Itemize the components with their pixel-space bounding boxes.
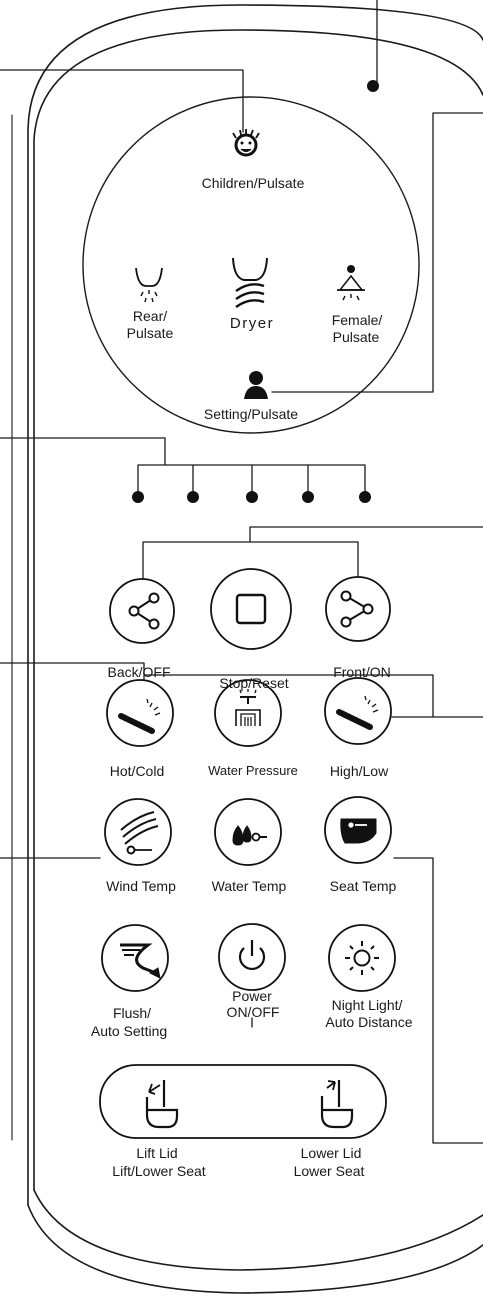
- power-button: [218, 923, 286, 991]
- label-dryer: Dryer: [229, 315, 275, 332]
- indicator-led-2: [187, 491, 199, 503]
- label-high-low: High/Low: [329, 763, 389, 779]
- indicator-led-5: [359, 491, 371, 503]
- wand-spray-icon: [118, 698, 161, 734]
- label-water-pressure: Water Pressure: [208, 763, 298, 778]
- lift-lid-icon: [145, 1080, 179, 1129]
- remote-outer-outline-bottom: [27, 1204, 483, 1294]
- label-lower-lid-line2: Lower Seat: [293, 1163, 365, 1179]
- user-setting-icon: [244, 371, 268, 399]
- remote-outer-outline: [27, 4, 483, 1206]
- wind-temperature-icon: [120, 811, 159, 855]
- label-hot-cold: Hot/Cold: [109, 763, 165, 779]
- front-on-button: [325, 576, 391, 642]
- power-icon: [238, 940, 266, 970]
- hot-cold-button: [106, 679, 174, 747]
- back-arrow-icon: [128, 592, 160, 630]
- top-indicator-dot: [367, 80, 379, 92]
- faucet-pressure-icon: [235, 689, 261, 726]
- label-night-line2: Auto Distance: [325, 1014, 413, 1030]
- label-stop-reset: Stop/Reset: [219, 675, 289, 691]
- label-flush-line2: Auto Setting: [90, 1023, 168, 1039]
- dryer-icon: [232, 257, 268, 308]
- label-setting-pulsate: Setting/Pulsate: [203, 406, 299, 422]
- label-female-line1: Female/: [331, 312, 383, 328]
- label-power-line2: ON/OFF: [226, 1004, 280, 1020]
- night-light-button: [328, 924, 396, 992]
- front-arrow-icon: [340, 590, 374, 628]
- label-wind-temp: Wind Temp: [106, 878, 176, 894]
- label-rear-line1: Rear/: [132, 308, 168, 324]
- leader-line-direction: [142, 526, 483, 581]
- label-lift-lid-line2: Lift/Lower Seat: [112, 1163, 206, 1179]
- high-low-button: [324, 677, 392, 745]
- leader-line-night-light: [393, 857, 483, 1144]
- label-rear-line2: Pulsate: [126, 325, 174, 341]
- lid-seat-button: [99, 1064, 387, 1139]
- rear-wash-icon: [135, 267, 163, 303]
- label-children-pulsate: Children/Pulsate: [201, 175, 305, 191]
- leader-line-children: [0, 69, 244, 133]
- label-power-line1: Power: [232, 988, 272, 1004]
- remote-inner-outline: [33, 29, 483, 1191]
- mode-selector-ring: [82, 96, 420, 434]
- back-off-button: [109, 578, 175, 644]
- label-seat-temp: Seat Temp: [329, 878, 397, 894]
- label-female-line2: Pulsate: [332, 329, 380, 345]
- label-lower-lid-line1: Lower Lid: [300, 1145, 362, 1161]
- label-flush-line1: Flush/: [112, 1005, 152, 1021]
- indicator-led-4: [302, 491, 314, 503]
- child-face-icon: [232, 129, 260, 157]
- label-front-on: Front/ON: [333, 664, 391, 680]
- leader-line-setting: [271, 112, 483, 393]
- label-water-temp: Water Temp: [211, 878, 287, 894]
- led-bracket: [137, 437, 366, 496]
- label-back-off: Back/OFF: [107, 664, 171, 680]
- night-light-sun-icon: [345, 941, 379, 975]
- leader-line-temperature: [0, 662, 483, 718]
- water-pressure-button: [214, 679, 282, 747]
- label-lift-lid-line1: Lift Lid: [136, 1145, 178, 1161]
- flush-swirl-icon: [120, 943, 161, 979]
- label-night-line1: Night Light/: [331, 997, 403, 1013]
- lower-lid-icon: [320, 1080, 354, 1129]
- flush-button: [101, 924, 169, 992]
- seat-temperature-icon: [340, 818, 377, 844]
- indicator-led-1: [132, 491, 144, 503]
- remote-inner-outline-bottom: [33, 1189, 483, 1271]
- indicator-led-3: [246, 491, 258, 503]
- stop-reset-button: [210, 568, 292, 650]
- water-temperature-icon: [232, 825, 267, 846]
- wind-temp-button: [104, 798, 172, 866]
- stop-square-icon: [235, 593, 267, 625]
- wand-high-low-icon: [336, 695, 379, 730]
- female-wash-icon: [337, 265, 365, 301]
